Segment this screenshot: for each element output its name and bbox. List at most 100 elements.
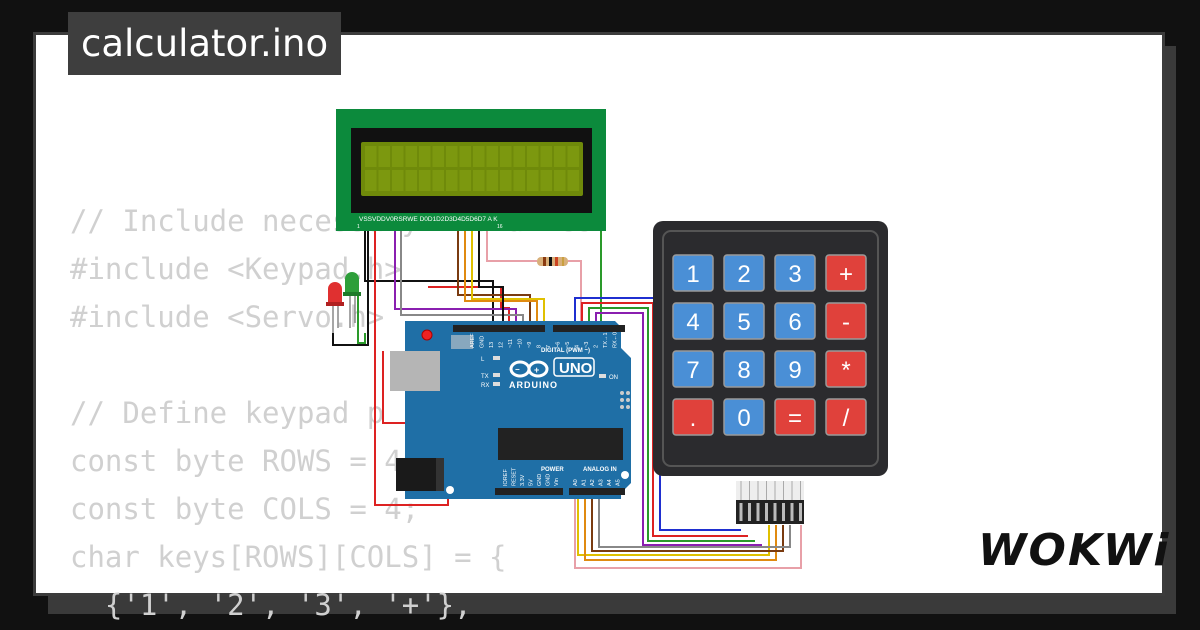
pin-label: ~3 [584, 342, 590, 348]
wire-orange-2 [584, 495, 777, 561]
keypad-key-label: * [841, 357, 850, 384]
wire-pink-2 [574, 495, 802, 569]
pin-label: A1 [582, 479, 588, 486]
resistor[interactable] [537, 257, 568, 266]
wire-black-2 [332, 227, 369, 346]
keypad-key[interactable]: 5 [723, 302, 765, 340]
code-line: // Define keypad p [70, 396, 385, 430]
wire-green-2 [357, 293, 366, 344]
lcd-pin-last: 16 [497, 224, 503, 230]
project-title[interactable]: calculator.ino [68, 12, 342, 75]
keypad-key[interactable]: 4 [672, 302, 714, 340]
keypad-key-label: 2 [737, 261, 750, 288]
pin-label: 5V [529, 479, 535, 486]
keypad-key-label: + [839, 261, 853, 288]
usb-port [390, 351, 440, 391]
keypad-key-label: - [842, 309, 850, 336]
keypad-key[interactable]: 9 [774, 350, 816, 388]
keypad-key[interactable]: = [774, 398, 816, 436]
pin-label: ~11 [508, 339, 514, 348]
keypad-key[interactable]: 8 [723, 350, 765, 388]
code-line: {'1', '2', '3', '+'}, [70, 588, 472, 622]
keypad-key-label: 0 [737, 405, 750, 432]
pin-label: GND [537, 474, 543, 486]
pin-label: 13 [489, 342, 495, 348]
atmega-chip [498, 428, 623, 460]
pin-label: TX→1 [603, 332, 609, 348]
wire-brown-2 [591, 495, 784, 552]
pin-label: A4 [607, 479, 613, 486]
wire-red-3 [382, 351, 408, 424]
wire-brown [457, 227, 531, 325]
pin-label: AREF [470, 333, 476, 348]
keypad-key[interactable]: 2 [723, 254, 765, 292]
wire-yellow-2 [577, 495, 770, 556]
wire-black-1 [364, 227, 494, 325]
keypad-key-label: 3 [788, 261, 801, 288]
pin-label: 2 [594, 345, 600, 348]
keypad-connector [736, 500, 804, 524]
pin-label: ~9 [527, 342, 533, 348]
pin-label: A2 [590, 479, 596, 486]
lcd-display[interactable]: VSSVDDV0RSRWE D0D1D2D3D4D5D6D7 A K 1 16 [336, 109, 606, 231]
lcd-character-grid [365, 146, 579, 191]
keypad-key-label: . [690, 405, 697, 432]
pin-label: 8 [537, 345, 543, 348]
board-model-label: UNO [559, 360, 593, 377]
keypad-key[interactable]: 6 [774, 302, 816, 340]
keypad-key[interactable]: 3 [774, 254, 816, 292]
keypad-key-label: 6 [788, 309, 801, 336]
arduino-logo-icon [509, 360, 549, 378]
wire-black-3 [478, 227, 504, 325]
keypad-key[interactable]: 7 [672, 350, 714, 388]
led-label: L [481, 357, 485, 363]
pin-label: A5 [616, 479, 622, 486]
keypad-key[interactable]: . [672, 398, 714, 436]
wire-red-2 [428, 286, 510, 325]
digital-header-label: DIGITAL (PWM ~) [541, 348, 590, 354]
keypad-key[interactable]: * [825, 350, 867, 388]
code-line: char keys[ROWS][COLS] = { [70, 540, 507, 574]
pin-label: A3 [599, 479, 605, 486]
led-red[interactable] [326, 282, 344, 333]
wire-pink [486, 227, 537, 262]
svg-text:−: − [515, 365, 520, 374]
wire-green-3 [588, 307, 755, 542]
board-brand-label: ARDUINO [509, 380, 558, 390]
keypad-key[interactable]: - [825, 302, 867, 340]
pin-label: RESET [512, 467, 518, 486]
preview-card: // Include necessary libraries#include <… [33, 32, 1165, 622]
power-jack [396, 458, 440, 491]
pin-label: 3.3V [520, 474, 526, 486]
keypad-key[interactable]: / [825, 398, 867, 436]
header-left [453, 325, 545, 332]
pin-label: ~5 [565, 342, 571, 348]
code-line: #include <Keypad.h> [70, 252, 402, 286]
svg-text:+: + [534, 365, 539, 375]
wire-purple-2 [595, 312, 762, 546]
keypad-key[interactable]: + [825, 254, 867, 292]
pin-label: RX←0 [613, 332, 619, 348]
led-green[interactable] [343, 272, 361, 328]
pin-label: 12 [499, 342, 505, 348]
keypad-key[interactable]: 1 [672, 254, 714, 292]
header-analog [569, 488, 625, 495]
header-power [495, 488, 563, 495]
keypad-key[interactable]: 0 [723, 398, 765, 436]
wire-orange [464, 227, 538, 325]
pin-label: IOREF [503, 469, 509, 486]
keypad-key-label: 7 [686, 357, 699, 384]
pin-label: ~10 [518, 339, 524, 348]
wokwi-logo: WOKWi [978, 525, 1171, 576]
keypad-key-label: 9 [788, 357, 801, 384]
pin-label: 4 [575, 345, 581, 348]
led-label: RX [481, 383, 489, 389]
pin-label: GND [546, 474, 552, 486]
keypad-key-label: = [788, 405, 802, 432]
